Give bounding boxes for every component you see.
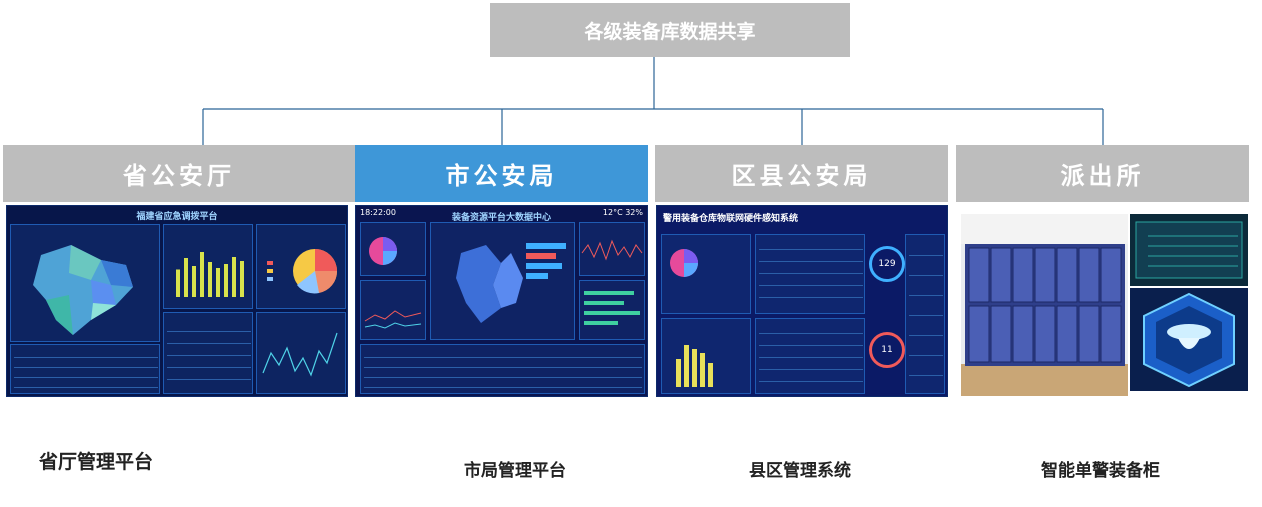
city-trend-panel [360,280,426,340]
bar-2 [192,266,196,297]
county-bar-chart [676,345,713,387]
bar-0 [176,269,180,297]
header-station: 派出所 [956,145,1249,202]
bar-3 [200,252,204,297]
city-wave-panel [579,222,645,276]
header-county: 区县公安局 [655,145,948,202]
county-screen-title: 警用装备仓库物联网硬件感知系统 [663,214,799,224]
cabinet-screen-photo [1130,214,1248,286]
caption-province: 省厅管理平台 [39,451,154,473]
header-province: 省公安厅 [3,145,355,202]
bar-1 [184,258,188,297]
county-gauge-a: 129 [869,246,905,282]
bar-6 [224,264,228,297]
city-dashboard-image: 18:22:00 装备资源平台大数据中心 12°C 32% [355,205,648,397]
bar-chart [176,252,244,297]
city-map-icon [456,243,566,323]
bar-chart-panel [163,224,253,309]
bar-4 [208,262,212,297]
county-bar-panel [661,318,751,394]
bar-8 [240,261,244,297]
line-chart-panel [256,312,346,394]
caption-city: 市局管理平台 [464,461,566,481]
county-pie-chart [670,249,698,277]
county-gauge-b: 11 [869,332,905,368]
county-side-list [905,234,945,394]
root-label: 各级装备库数据共享 [584,20,756,43]
line-chart [262,332,338,377]
county-system-image: 警用装备仓库物联网硬件感知系统 129 11 [656,205,948,397]
province-map-icon [33,245,133,335]
face-recognition-photo [1130,288,1248,391]
pie-chart-panel [256,224,346,309]
bar-5 [216,268,220,297]
province-dashboard-image: 福建省应急调拨平台 [6,205,348,397]
locker-cabinet-icon [961,214,1128,396]
map-panel [10,224,160,342]
city-wave-chart [581,239,643,261]
city-pie-panel [360,222,426,276]
root-node: 各级装备库数据共享 [490,3,850,57]
city-bars-panel [579,280,645,340]
face-recognition-icon [1143,292,1235,388]
county-table-top [755,234,865,314]
cabinet-screen-icon [1135,221,1243,279]
province-screen-title: 福建省应急调拨平台 [136,212,218,222]
city-time: 18:22:00 [360,208,396,217]
city-screen-title: 装备资源平台大数据中心 [451,213,551,223]
list-panel [10,344,160,394]
header-county-label: 区县公安局 [731,162,872,190]
city-trend-chart [364,310,422,329]
city-map-panel [430,222,575,340]
cabinet-photo [961,214,1128,396]
city-weather: 12°C 32% [602,208,643,217]
pie-chart [267,249,338,294]
caption-station: 智能单警装备柜 [1041,461,1160,481]
city-table-panel [360,344,645,394]
header-station-label: 派出所 [1060,162,1145,190]
header-city: 市公安局 [355,145,648,202]
caption-county: 县区管理系统 [749,461,851,481]
header-city-label: 市公安局 [445,162,558,190]
city-pie-chart [369,237,397,265]
bar-7 [232,257,236,297]
table-panel [163,312,253,394]
county-pie-panel [661,234,751,314]
header-province-label: 省公安厅 [123,162,235,190]
county-table-bottom [755,318,865,394]
